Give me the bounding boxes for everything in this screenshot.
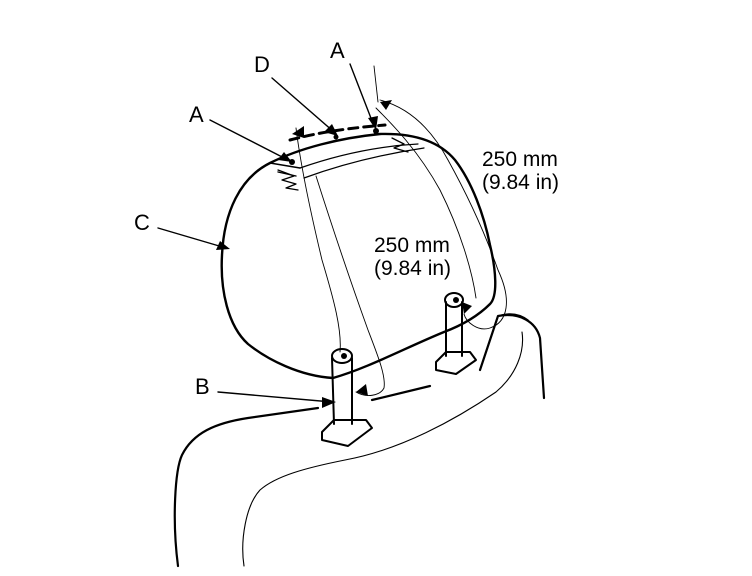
- dimension-outer-metric: 250 mm: [482, 148, 558, 171]
- fastener-dot: [373, 128, 379, 134]
- fastener-dot: [333, 134, 339, 140]
- seat-back: [173, 313, 546, 568]
- dimension-inner: 250 mm (9.84 in): [374, 234, 451, 280]
- callout-a-left: A: [189, 102, 204, 127]
- callout-d: D: [254, 52, 270, 77]
- headrest-guide-left: [321, 348, 373, 447]
- dimension-inner-imperial: (9.84 in): [374, 257, 452, 281]
- dimension-outer-imperial: (9.84 in): [482, 171, 560, 195]
- fastener-dot: [289, 159, 295, 165]
- callout-a-upper: A: [330, 38, 345, 63]
- leader-arrows: [157, 63, 472, 408]
- callout-c: C: [134, 210, 150, 235]
- callout-b: B: [195, 374, 210, 399]
- headrest-pad: [220, 132, 497, 380]
- headrest-guide-right: [435, 292, 477, 375]
- cover-seam: [269, 123, 425, 191]
- dimension-outer: 250 mm (9.84 in): [482, 148, 559, 194]
- dimension-inner-metric: 250 mm: [374, 234, 450, 257]
- measurement-lines: [295, 65, 507, 396]
